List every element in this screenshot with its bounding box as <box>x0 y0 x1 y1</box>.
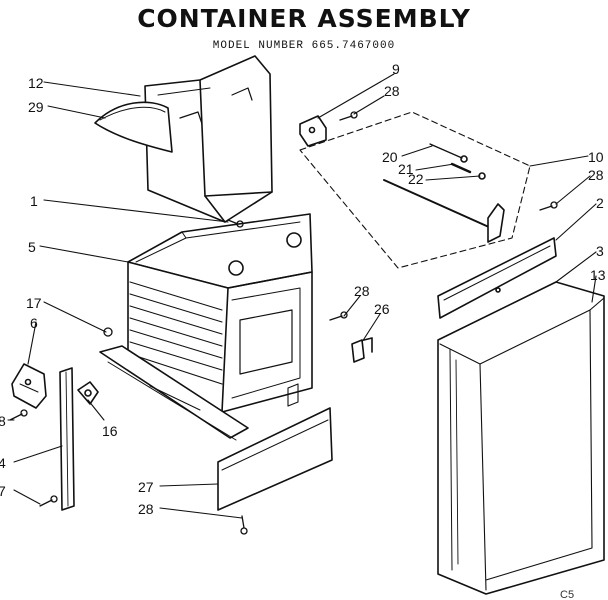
callout-16: 16 <box>102 423 118 439</box>
callout-28-right: 28 <box>588 167 604 183</box>
part-5-cabinet <box>99 213 313 441</box>
part-6-bracket <box>11 363 47 409</box>
callout-2: 2 <box>596 195 604 211</box>
screws <box>9 111 558 535</box>
callout-12: 12 <box>28 75 44 91</box>
part-2-trim <box>437 237 557 319</box>
callout-3: 3 <box>596 243 604 259</box>
callout-28-mid: 28 <box>354 283 370 299</box>
callout-28-top: 28 <box>384 83 400 99</box>
callout-labels: 12 29 1 5 17 6 8 4 7 16 27 28 9 28 20 21… <box>0 61 606 600</box>
callout-22: 22 <box>408 171 424 187</box>
part-4-rail <box>59 367 75 511</box>
callout-21: 21 <box>398 161 414 177</box>
diagram-title: CONTAINER ASSEMBLY <box>137 4 471 33</box>
leader-lines <box>7 73 597 519</box>
model-number: MODEL NUMBER 665.7467000 <box>212 40 396 52</box>
callout-28-bottom: 28 <box>138 501 154 517</box>
callout-9: 9 <box>392 61 400 77</box>
callout-5: 5 <box>28 239 36 255</box>
callout-27: 27 <box>138 479 154 495</box>
part-26-clip <box>351 337 373 363</box>
part-13-door-frame <box>437 281 605 595</box>
part-9-hinge <box>299 115 327 147</box>
callout-1: 1 <box>30 193 38 209</box>
part-12-liner <box>144 55 273 223</box>
part-29-flap <box>94 101 173 153</box>
callout-8: 8 <box>0 413 6 429</box>
callout-7: 7 <box>0 483 6 499</box>
corner-code: C5 <box>560 589 574 600</box>
callout-20: 20 <box>382 149 398 165</box>
part-16-knob <box>77 381 99 405</box>
callout-10: 10 <box>588 149 604 165</box>
callout-26: 26 <box>374 301 390 317</box>
part-27-kickplate <box>217 407 333 511</box>
callout-17: 17 <box>26 295 42 311</box>
callout-4: 4 <box>0 455 6 471</box>
callout-6: 6 <box>30 315 38 331</box>
callout-29: 29 <box>28 99 44 115</box>
callout-13: 13 <box>590 267 606 283</box>
part-10-subassembly <box>299 111 531 269</box>
